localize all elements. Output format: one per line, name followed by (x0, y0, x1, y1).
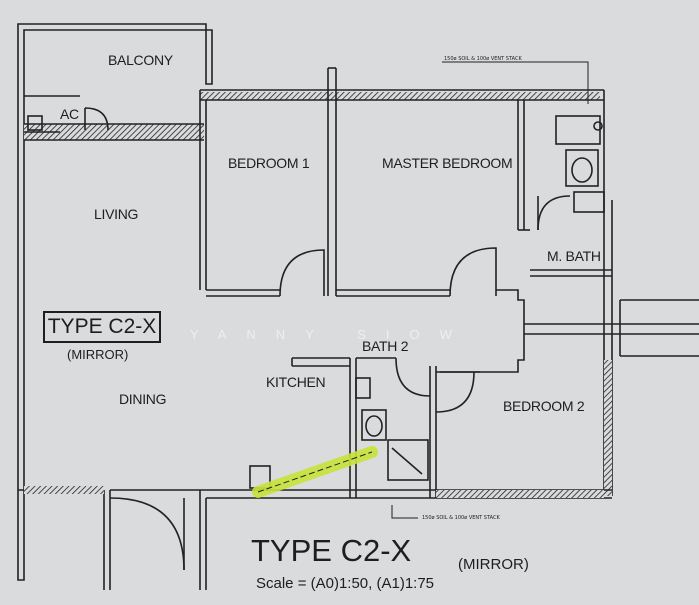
master-door (449, 247, 497, 297)
room-label-living: LIVING (94, 206, 139, 222)
top-wall-hatch (200, 92, 600, 100)
room-label-m-bath: M. BATH (547, 248, 601, 264)
room-label-bath-2: BATH 2 (362, 338, 409, 354)
bath2-toilet (361, 409, 387, 441)
entry-wall (110, 489, 207, 590)
type-box: TYPE C2-X (43, 311, 161, 343)
balcony-rail (24, 124, 204, 140)
stack-annotation-top: 150ø SOIL & 100ø VENT STACK (444, 56, 522, 62)
room-label-master-bedroom: MASTER BEDROOM (382, 155, 513, 171)
ac-door (84, 107, 109, 131)
left-wall-lower (18, 489, 111, 590)
room-label-kitchen: KITCHEN (266, 374, 326, 390)
room-label-balcony: BALCONY (108, 52, 173, 68)
watermark: YANNY SIOW (190, 327, 472, 342)
room-label-ac: AC (60, 106, 79, 122)
bedroom1-door (279, 249, 325, 297)
stack-annotation-bottom: 150ø SOIL & 100ø VENT STACK (422, 515, 500, 521)
room-label-bedroom-2: BEDROOM 2 (503, 398, 585, 414)
mbath-door (537, 195, 571, 231)
plan-title-sub: (MIRROR) (458, 556, 529, 573)
plan-scale: Scale = (A0)1:50, (A1)1:75 (256, 575, 435, 592)
plan-title: TYPE C2-X (251, 533, 412, 568)
type-box-mirror: (MIRROR) (67, 347, 129, 362)
entry-door (109, 497, 185, 571)
outer-wall (17, 23, 213, 581)
room-label-dining: DINING (119, 391, 167, 407)
room-label-bedroom-1: BEDROOM 1 (228, 155, 310, 171)
mbath-toilet (565, 149, 599, 187)
bath2-door (395, 357, 431, 397)
bedroom2-door (435, 371, 475, 413)
